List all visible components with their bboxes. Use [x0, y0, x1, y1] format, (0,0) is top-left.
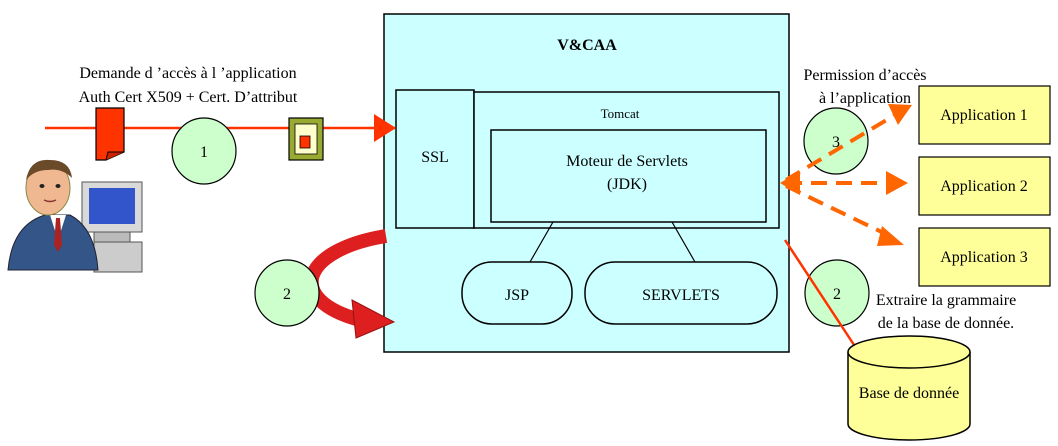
step-2-right-circle: [804, 259, 870, 327]
database-label: Base de donnée: [859, 385, 959, 402]
servlet-engine-line1: Moteur de Servlets: [566, 153, 688, 170]
database-arrow: [783, 239, 862, 355]
servlets-box: [584, 261, 778, 325]
jsp-box: [461, 261, 573, 325]
jsp-label: JSP: [505, 287, 529, 304]
step-1-circle: [171, 117, 237, 185]
extract-label-line1: Extraire la grammaire: [876, 292, 1016, 309]
permission-arrowhead-app1: [888, 104, 912, 125]
permission-arrow-app3: [785, 184, 891, 238]
tomcat-label: Tomcat: [601, 106, 640, 121]
attribute-certificate-icon: [288, 117, 324, 161]
ssl-box: [395, 89, 475, 229]
servlets-label: SERVLETS: [642, 287, 720, 304]
step-2-right-label: 2: [833, 286, 841, 303]
request-arrowhead: [374, 114, 396, 142]
application-2-box: [918, 156, 1051, 216]
servlet-engine-line2: (JDK): [607, 176, 647, 193]
step-2-left-circle: [254, 259, 320, 327]
ssl-label: SSL: [421, 149, 449, 166]
curved-loop-arrow: [304, 229, 396, 339]
request-label-line2: Auth Cert X509 + Cert. D’attribut: [79, 89, 298, 106]
engine-to-servlets-line: [671, 221, 696, 263]
permission-arrowhead-app2: [886, 171, 908, 195]
step-2-left-label: 2: [283, 286, 291, 303]
certificate-document-icon: [95, 107, 125, 161]
engine-to-jsp-line: [529, 221, 554, 263]
database-cylinder: [847, 335, 971, 441]
step-1-label: 1: [200, 144, 208, 161]
user-at-computer-icon: [7, 159, 143, 273]
application-1-label: Application 1: [940, 107, 1028, 124]
application-2-label: Application 2: [940, 178, 1028, 195]
vcaa-title: V&CAA: [557, 37, 617, 54]
application-1-box: [918, 85, 1051, 145]
request-label-line1: Demande d ’accès à l ’application: [79, 65, 296, 82]
application-3-label: Application 3: [940, 249, 1028, 266]
extract-label-line2: de la base de donnée.: [878, 315, 1014, 332]
permission-label-line2: à l’application: [819, 90, 911, 107]
step-3-label: 3: [832, 134, 840, 151]
servlet-engine-box: [490, 129, 767, 223]
permission-arrowhead-app3: [877, 226, 904, 246]
permission-arrow-app1: [784, 110, 902, 182]
permission-label-line1: Permission d’accès: [803, 67, 926, 84]
application-3-box: [918, 227, 1051, 287]
